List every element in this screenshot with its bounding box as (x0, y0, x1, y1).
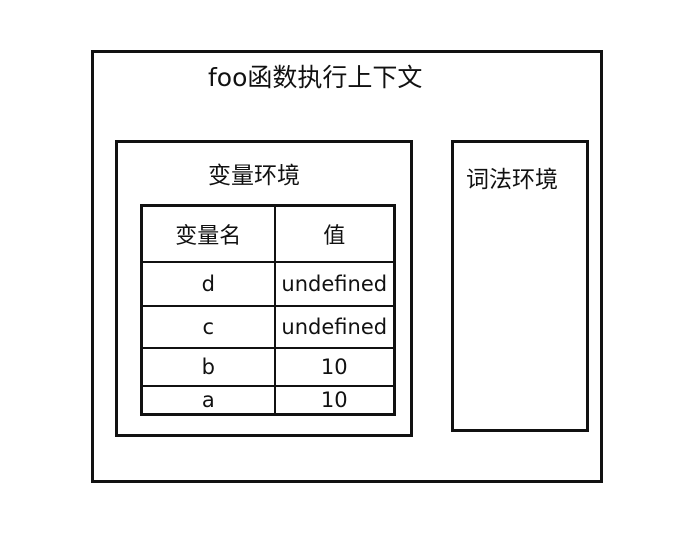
row-value: undefined (273, 305, 396, 349)
variable-environment-box (115, 140, 413, 437)
execution-context-title: foo函数执行上下文 (208, 63, 423, 92)
table-row: b 10 (140, 347, 396, 387)
row-variable-name: d (140, 261, 276, 307)
row-value: 10 (273, 347, 396, 387)
row-variable-name: c (140, 305, 276, 349)
variable-environment-title: 变量环境 (208, 163, 300, 189)
header-value: 值 (273, 204, 396, 263)
row-value: 10 (273, 385, 396, 415)
table-row: c undefined (140, 305, 396, 349)
lexical-environment-box (451, 140, 589, 432)
table-row: a 10 (140, 385, 396, 415)
row-variable-name: b (140, 347, 276, 387)
table-header-row: 变量名 值 (140, 204, 396, 263)
row-variable-name: a (140, 385, 276, 415)
header-variable-name: 变量名 (140, 204, 276, 263)
table-row: d undefined (140, 261, 396, 307)
lexical-environment-title: 词法环境 (466, 167, 558, 193)
execution-context-box (91, 50, 603, 483)
variable-table: 变量名 值 d undefined c undefined b 10 a 10 (140, 204, 396, 416)
row-value: undefined (273, 261, 396, 307)
